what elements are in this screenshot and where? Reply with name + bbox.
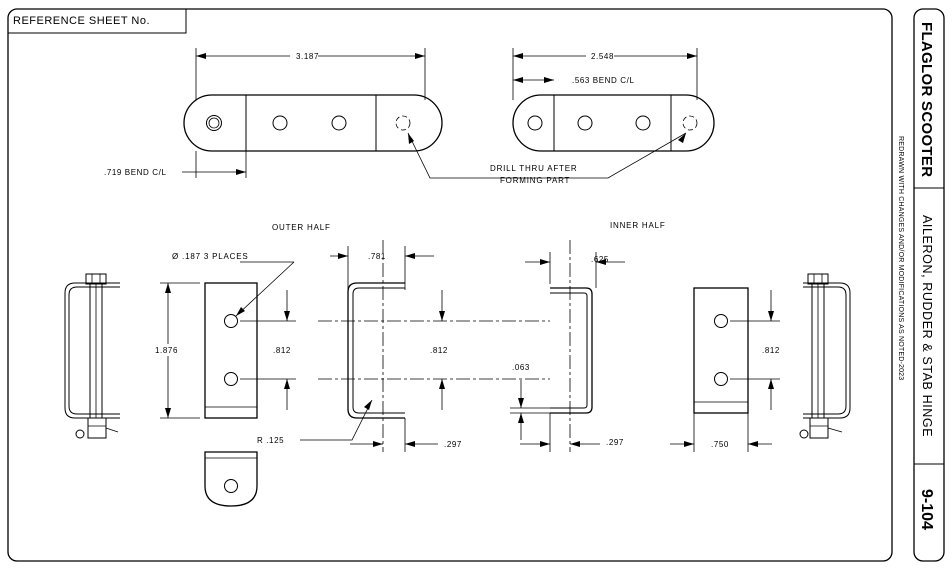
- hole-icon: [272, 115, 288, 131]
- right-assembly-view: [799, 273, 851, 439]
- sheet-border: [7, 8, 893, 562]
- height-value: 1.876: [155, 346, 178, 355]
- hole-icon: [635, 115, 651, 131]
- radius-callout: R .125: [257, 436, 284, 445]
- title-block-border: [913, 8, 945, 562]
- outer-flat-pattern: 3.187 .719 BEND C/L: [104, 48, 443, 178]
- height-dimension: 1.876: [152, 282, 200, 419]
- hole-icon: [224, 479, 238, 493]
- drawing-note: REDRAWN WITH CHANGES AND/OR MODIFICATION…: [897, 136, 904, 380]
- hole-icon: [224, 372, 238, 386]
- hole-icon: [577, 115, 593, 131]
- outer-half-label: OUTER HALF: [272, 223, 331, 232]
- outer-bend-dimension: .719 BEND C/L: [104, 168, 167, 177]
- inner-half-front-view: .812 .750: [670, 287, 780, 452]
- outer-half-tab-view: [204, 451, 258, 507]
- drawing-subtitle: AILERON, RUDDER & STAB HINGE: [920, 215, 934, 437]
- reference-box: REFERENCE SHEET No.: [8, 9, 187, 34]
- outer-offset-dimension: .297: [444, 440, 462, 449]
- left-assembly-view: [64, 273, 120, 439]
- inner-length-dimension: 2.548: [591, 52, 614, 61]
- drill-hole-icon: [395, 115, 411, 131]
- sheet-number: 9-104: [918, 489, 935, 530]
- reference-sheet-label: REFERENCE SHEET No.: [13, 15, 150, 27]
- inner-flange-dimension: .625: [591, 255, 609, 264]
- outer-length-dimension: 3.187: [296, 52, 319, 61]
- hole-icon: [714, 314, 728, 328]
- title-block: FLAGLOR SCOOTER REDRAWN WITH CHANGES AND…: [897, 8, 945, 562]
- inner-bend-dimension: .563 BEND C/L: [572, 76, 635, 85]
- hole-callout: Ø .187 3 PLACES: [172, 252, 248, 261]
- inner-half-label: INNER HALF: [610, 221, 666, 230]
- drill-hole-icon: [682, 115, 698, 131]
- hole-icon: [224, 314, 238, 328]
- hole-spacing-mid: .812: [430, 346, 448, 355]
- hole-spacing-right: .812: [762, 346, 780, 355]
- outer-flange-dimension: .781: [368, 252, 386, 261]
- width-dimension: .750: [711, 440, 729, 449]
- outer-half-front-view: .812 Ø .187 3 PLACES: [172, 252, 296, 419]
- inner-flat-pattern: 2.548 .563 BEND C/L: [512, 48, 715, 152]
- hole-icon: [714, 372, 728, 386]
- drill-note-line-1: DRILL THRU AFTER: [490, 164, 577, 173]
- drill-note-line-2: FORMING PART: [500, 176, 570, 185]
- hole-icon: [331, 115, 347, 131]
- drill-note: DRILL THRU AFTER FORMING PART: [407, 132, 687, 185]
- inner-offset-dimension: .297: [606, 438, 624, 447]
- channel-section-view: .781 .625 .812 .063 R .125 .297 .297: [257, 240, 625, 452]
- hole-icon: [527, 115, 543, 131]
- hole-icon: [206, 115, 222, 131]
- drawing-title: FLAGLOR SCOOTER: [918, 22, 935, 177]
- thickness-dimension: .063: [512, 363, 530, 372]
- hole-spacing-left: .812: [273, 346, 291, 355]
